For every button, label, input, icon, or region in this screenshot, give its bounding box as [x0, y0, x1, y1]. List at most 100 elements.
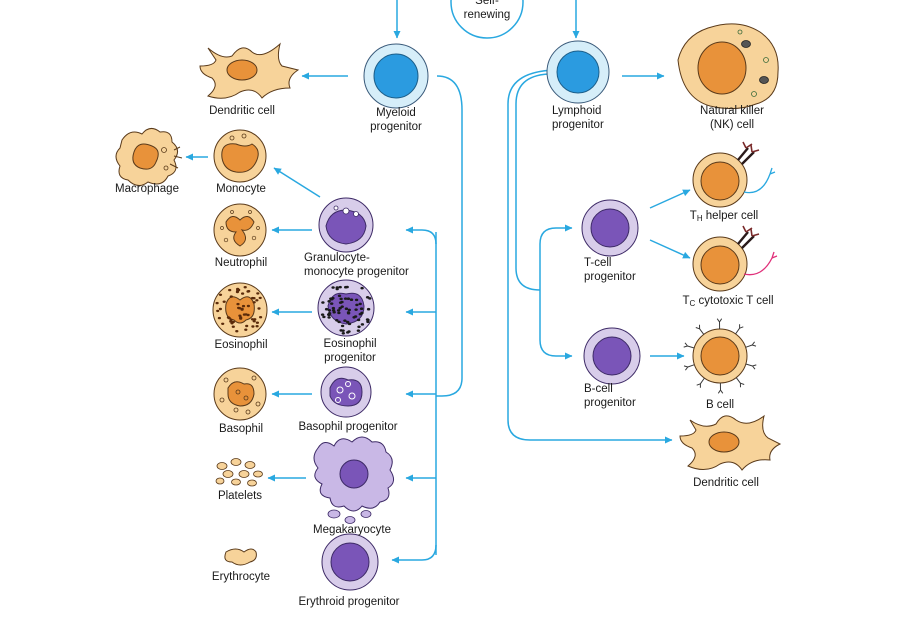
- granule: [352, 316, 356, 319]
- bcell-progenitor-line1: B-cell: [584, 383, 613, 395]
- megakaryocyte-label: Megakaryocyte: [313, 524, 391, 536]
- granule: [227, 316, 231, 320]
- nk-cell-line1: Natural killer: [700, 105, 764, 117]
- granule: [222, 300, 226, 303]
- th-subscript: H: [696, 214, 703, 223]
- myeloid-progenitor-label: Myeloid progenitor: [356, 106, 436, 134]
- tc-subscript: C: [689, 299, 696, 308]
- basophil-cell: [213, 367, 267, 421]
- granule: [231, 325, 235, 328]
- granule: [360, 323, 365, 326]
- antibody-receptor: [745, 363, 757, 370]
- granule: [335, 286, 339, 289]
- tc-prefix: T: [682, 295, 690, 307]
- bcell-progenitor-line2: progenitor: [584, 397, 636, 409]
- dendritic-cell-lymphoid-label: Dendritic cell: [693, 477, 759, 489]
- basophil-label: Basophil: [218, 423, 264, 435]
- dendritic-cell-myeloid: [199, 42, 300, 99]
- self-renewing-stem-cell: [450, 0, 524, 39]
- granule: [239, 317, 243, 320]
- granule: [330, 302, 334, 305]
- granule: [216, 309, 220, 313]
- granule: [346, 311, 351, 314]
- granule: [354, 308, 358, 311]
- macrophage-cell: [115, 128, 183, 186]
- granule: [337, 320, 341, 324]
- granule: [356, 329, 361, 332]
- arrow-lymphoid-to-dendritic: [507, 69, 673, 444]
- granule: [366, 307, 371, 311]
- granule: [258, 296, 262, 300]
- granule: [358, 302, 362, 306]
- granule: [356, 318, 361, 322]
- granule: [338, 301, 343, 304]
- eosinophil-cell: [212, 282, 268, 338]
- erythrocyte-label: Erythrocyte: [211, 571, 271, 583]
- gm-progenitor-line2: monocyte progenitor: [304, 266, 409, 278]
- granule: [343, 297, 348, 300]
- dendritic-cell-myeloid-label: Dendritic cell: [209, 105, 275, 117]
- antibody-receptor: [696, 377, 705, 388]
- neutrophil-cell: [213, 203, 267, 257]
- granule: [251, 325, 255, 328]
- granule: [221, 322, 225, 325]
- natural-killer-cell: [677, 23, 779, 110]
- dendritic-cell-lymphoid: [679, 414, 782, 471]
- granule: [229, 318, 233, 322]
- tcell-progenitor-cell: [581, 199, 639, 257]
- bcell-progenitor-label: B-cell progenitor: [584, 382, 664, 410]
- antibody-receptor: [716, 318, 723, 330]
- granule: [240, 307, 244, 310]
- granule: [337, 294, 342, 298]
- arrow-to-gm-progenitor: [405, 226, 437, 245]
- granule: [365, 296, 370, 299]
- granule: [246, 304, 250, 308]
- arrow-lymphoid-bracket-inner: [515, 73, 549, 291]
- arrow-to-tcell-progenitor: [539, 224, 573, 290]
- granule: [241, 292, 245, 295]
- lymphoid-progenitor-cell: [546, 40, 610, 104]
- granule: [332, 310, 336, 314]
- granule: [215, 301, 219, 305]
- granule: [340, 324, 345, 328]
- myeloid-progenitor-line2: progenitor: [370, 121, 422, 133]
- granule: [347, 322, 352, 326]
- granule: [251, 296, 255, 300]
- granule: [257, 307, 261, 310]
- th-helper-label: TH helper cell: [672, 209, 776, 223]
- monocyte-label: Monocyte: [216, 183, 266, 195]
- self-renewing-line1: Self-: [475, 0, 499, 7]
- granule: [236, 287, 240, 291]
- arrow-to-bcell-progenitor: [539, 290, 573, 360]
- platelets-label: Platelets: [217, 490, 263, 502]
- granule: [242, 313, 246, 316]
- antibody-receptor: [735, 324, 744, 335]
- erythroid-progenitor-label: Erythroid progenitor: [298, 596, 400, 608]
- granule: [236, 302, 240, 306]
- bcell-progenitor-cell: [583, 327, 641, 385]
- antibody-receptor: [745, 341, 757, 348]
- granule: [340, 305, 344, 308]
- granule: [346, 297, 351, 300]
- antibody-receptor: [683, 342, 695, 349]
- granule: [320, 313, 325, 316]
- tcell-progenitor-line1: T-cell: [584, 257, 612, 269]
- granule: [357, 325, 361, 329]
- lymphoid-progenitor-line1: Lymphoid: [552, 105, 602, 117]
- myeloid-progenitor-cell: [363, 43, 429, 109]
- granule: [344, 285, 348, 289]
- erythrocyte-cell: [224, 548, 257, 566]
- granule: [255, 321, 259, 324]
- granule: [358, 312, 362, 316]
- granule: [252, 301, 256, 304]
- antibody-receptor: [717, 382, 724, 394]
- b-cell-label: B cell: [705, 399, 735, 411]
- lymphoid-progenitor-line2: progenitor: [552, 119, 604, 131]
- self-renewing-label: Self- renewing: [460, 0, 514, 22]
- gm-progenitor-line1: Granulocyte-: [304, 252, 370, 264]
- lymphoid-progenitor-label: Lymphoid progenitor: [552, 104, 632, 132]
- granule: [255, 325, 259, 328]
- granule: [218, 307, 222, 311]
- granule: [366, 318, 370, 322]
